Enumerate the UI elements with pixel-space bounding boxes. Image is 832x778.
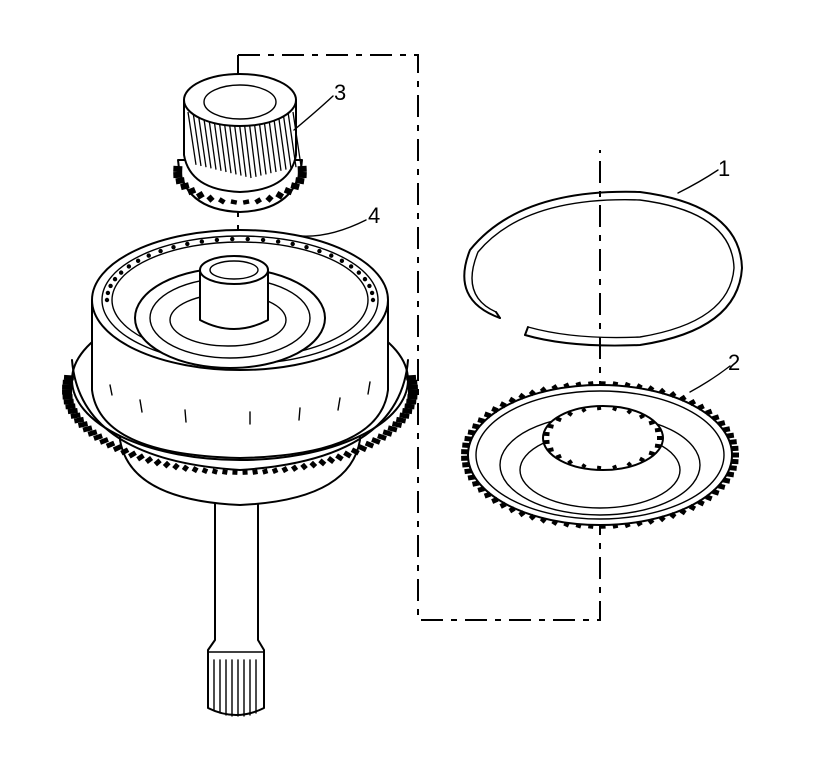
part-1-snap-ring <box>463 190 743 347</box>
rim-perforations <box>104 236 376 303</box>
part-4-clutch-housing <box>62 229 418 717</box>
plate-inner-teeth <box>543 406 663 470</box>
callout-4: 4 <box>368 203 380 228</box>
callout-3: 3 <box>334 80 346 105</box>
outer-gear-teeth <box>62 374 418 475</box>
leader-lines <box>293 95 731 393</box>
plate-outer-teeth <box>461 381 739 529</box>
part-2-clutch-plate <box>461 381 739 529</box>
side-slots <box>109 381 371 425</box>
callout-2: 2 <box>728 350 740 375</box>
part-3-gear <box>173 73 307 213</box>
gear-3-lower-teeth <box>173 165 307 205</box>
callout-1: 1 <box>718 156 730 181</box>
shaft-splines <box>213 659 257 717</box>
